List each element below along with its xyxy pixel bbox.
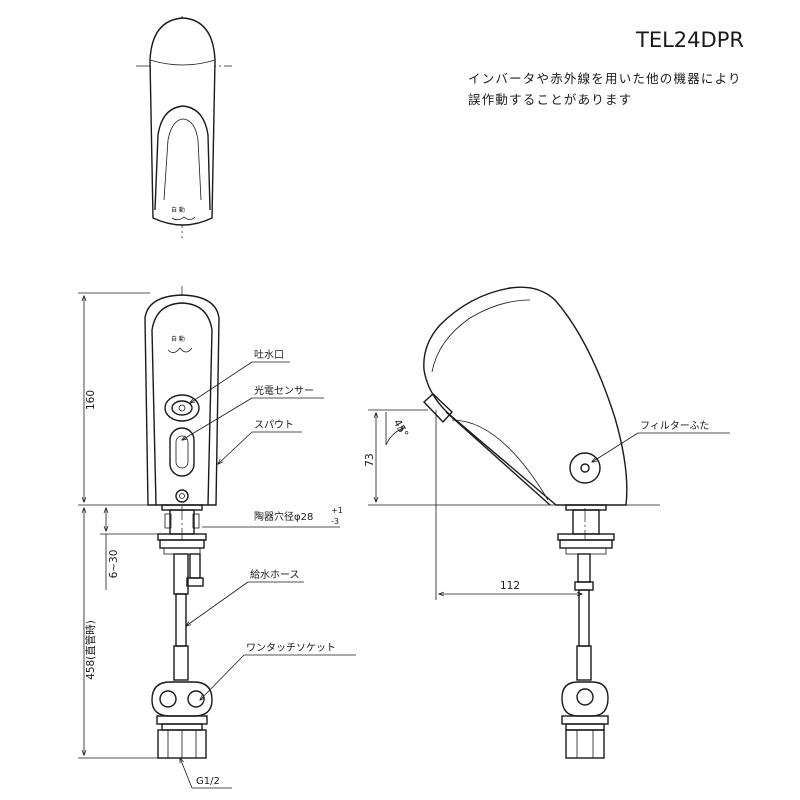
dim-160: 160 (85, 390, 97, 410)
dim-112: 112 (500, 580, 520, 592)
note-line-2: 誤作動することがあります (468, 92, 632, 107)
tolerance-minus: -3 (331, 517, 339, 526)
dim-73: 73 (364, 453, 376, 466)
note-line-1: インバータや赤外線を用いた他の機器により (468, 71, 742, 86)
dim-458: 458(直管時) (84, 620, 97, 680)
callout-optical-sensor: 光電センサー (254, 384, 314, 397)
callout-spout-outlet: 吐水口 (254, 349, 284, 361)
top-auto-mark: 自 動 (171, 206, 185, 214)
callout-one-touch-socket: ワンタッチソケット (246, 642, 336, 654)
callout-hole-diameter: 陶器穴径φ28 (254, 510, 313, 523)
tolerance-plus: +1 (331, 506, 343, 515)
dim-6-30: 6~30 (108, 550, 120, 579)
top-view: 自 動 (136, 16, 232, 238)
front-auto-mark: 自 動 (171, 335, 185, 343)
callout-filter-cap: フィルターふた (640, 420, 709, 432)
model-number: TEL24DPR (635, 28, 744, 52)
side-view: 73 45° 112 フィルターふた (364, 286, 730, 759)
callout-spout: スパウト (254, 419, 294, 431)
callout-supply-hose: 給水ホース (250, 568, 300, 581)
callout-thread: G1/2 (196, 776, 220, 787)
dim-45-degree: 45° (391, 417, 411, 439)
front-view: 自 動 (78, 286, 356, 789)
